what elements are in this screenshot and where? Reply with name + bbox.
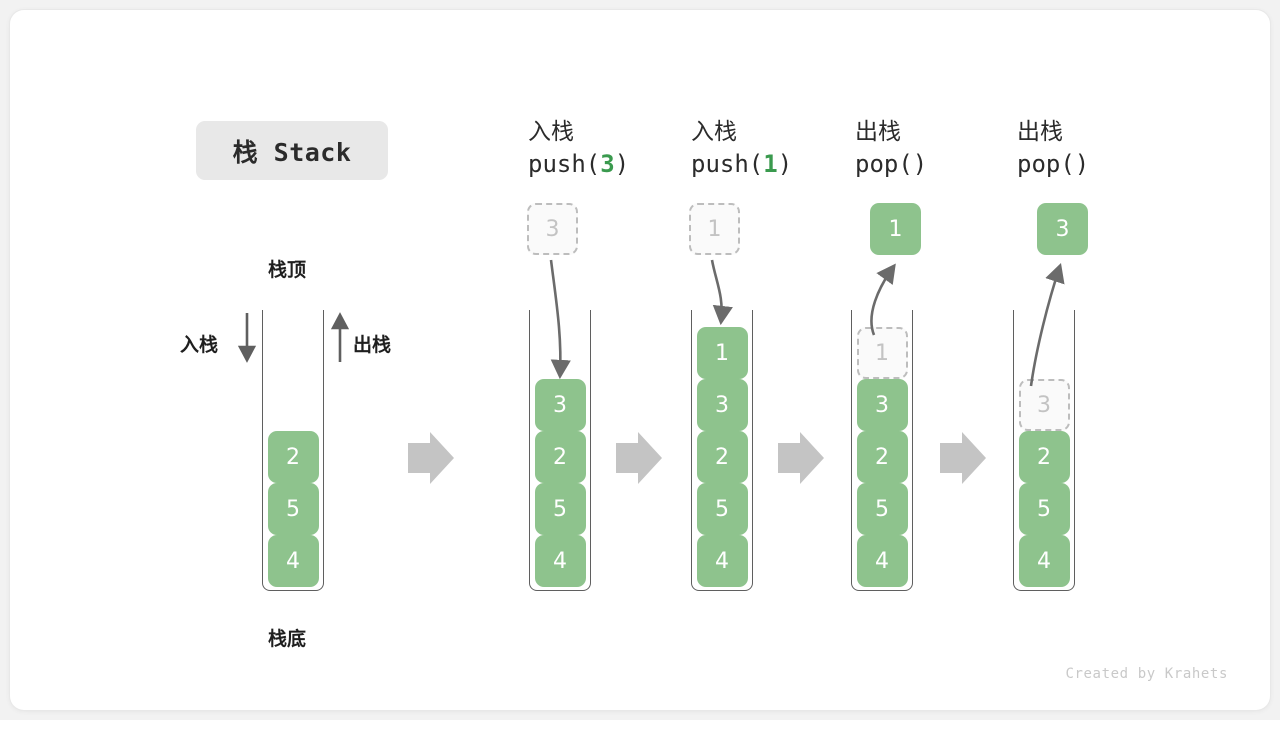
step-1-header-cn: 入栈 (528, 119, 574, 145)
stack-cell: 5 (267, 483, 319, 535)
stack-cell: 2 (534, 431, 586, 483)
step-4-header-code: pop() (1017, 150, 1090, 178)
stack-walls (262, 310, 324, 591)
step-1-header-code: push(3) (528, 150, 630, 178)
stack-cell: 2 (1018, 431, 1070, 483)
step-2-incoming-box: 1 (689, 203, 740, 255)
stack-cell: 4 (696, 535, 748, 587)
step-3-header-cn: 出栈 (855, 119, 901, 145)
step-2-header: 入栈 push(1) (691, 117, 871, 181)
step-1-header: 入栈 push(3) (528, 117, 708, 181)
transition-arrow-2 (616, 432, 662, 484)
transition-arrow-4 (940, 432, 986, 484)
stack-cell: 4 (267, 535, 319, 587)
step-4-header: 出栈 pop() (1017, 117, 1197, 181)
stack-cell: 5 (696, 483, 748, 535)
push-label: 入栈 (180, 334, 219, 356)
stack-cell: 1 (696, 327, 748, 379)
stack-cell: 4 (534, 535, 586, 587)
stack-cell: 3 (696, 379, 748, 431)
step-4-outgoing-box: 3 (1037, 203, 1088, 255)
diagram-title: 栈 Stack (196, 121, 388, 180)
step-2-header-cn: 入栈 (691, 119, 737, 145)
transition-arrow-3 (778, 432, 824, 484)
stack-cell: 4 (856, 535, 908, 587)
stack-walls (851, 310, 913, 591)
step-3-header: 出栈 pop() (855, 117, 1035, 181)
stack-walls (529, 310, 591, 591)
stack-cell: 3 (856, 379, 908, 431)
stack-cell: 2 (696, 431, 748, 483)
stack-cell: 4 (1018, 535, 1070, 587)
credit-text: Created by Krahets (1065, 666, 1228, 682)
stack-cell: 5 (534, 483, 586, 535)
pop-label: 出栈 (353, 334, 392, 356)
step-2-header-code: push(1) (691, 150, 793, 178)
step-4-header-cn: 出栈 (1017, 119, 1063, 145)
stack-cell: 5 (1018, 483, 1070, 535)
stack-top-label: 栈顶 (268, 259, 307, 281)
stack-bottom-label: 栈底 (268, 628, 307, 650)
stack-cell-ghost: 1 (856, 327, 908, 379)
stack-cell: 2 (267, 431, 319, 483)
step-3-outgoing-box: 1 (870, 203, 921, 255)
step-1-incoming-box: 3 (527, 203, 578, 255)
stack-cell: 2 (856, 431, 908, 483)
stack-cell: 5 (856, 483, 908, 535)
stack-walls (691, 310, 753, 591)
stack-walls (1013, 310, 1075, 591)
stack-cell: 3 (534, 379, 586, 431)
transition-arrow-1 (408, 432, 454, 484)
stack-cell-ghost: 3 (1018, 379, 1070, 431)
step-3-header-code: pop() (855, 150, 928, 178)
